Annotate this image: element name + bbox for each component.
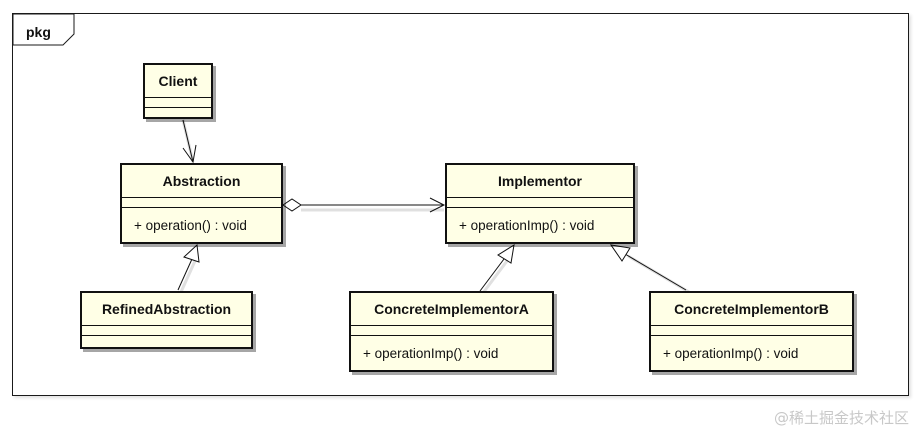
class-operation: + operation() : void [134, 217, 247, 233]
class-name: RefinedAbstraction [82, 293, 251, 326]
class-name: Client [145, 65, 211, 98]
association-client-abstraction [181, 119, 197, 164]
class-refined-abstraction[interactable]: RefinedAbstraction [80, 291, 253, 349]
generalization-refined-abstraction [177, 243, 200, 293]
class-name: ConcreteImplementorB [651, 293, 852, 326]
class-attributes [145, 98, 211, 108]
class-concrete-implementor-b[interactable]: ConcreteImplementorB + operationImp() : … [649, 291, 854, 372]
class-attributes [447, 198, 633, 208]
class-name: Abstraction [122, 165, 281, 198]
class-operations [145, 108, 211, 117]
class-attributes [651, 326, 852, 336]
class-client[interactable]: Client [143, 63, 213, 119]
class-operation: + operationImp() : void [459, 217, 595, 233]
class-attributes [82, 326, 251, 336]
package-tab [13, 14, 75, 46]
package-label: pkg [26, 24, 51, 40]
class-operation: + operationImp() : void [663, 345, 799, 361]
class-implementor[interactable]: Implementor + operationImp() : void [445, 163, 635, 244]
watermark: @稀土掘金技术社区 [773, 409, 909, 427]
class-operation: + operationImp() : void [363, 345, 499, 361]
class-operations [82, 336, 251, 347]
class-attributes [122, 198, 281, 208]
class-attributes [351, 326, 552, 336]
class-concrete-implementor-a[interactable]: ConcreteImplementorA + operationImp() : … [349, 291, 554, 372]
class-name: ConcreteImplementorA [351, 293, 552, 326]
aggregation-abstraction-implementor [282, 197, 446, 213]
generalization-concreteA-implementor [479, 243, 515, 294]
class-name: Implementor [447, 165, 633, 198]
generalization-concreteB-implementor [609, 244, 690, 294]
class-abstraction[interactable]: Abstraction + operation() : void [120, 163, 283, 244]
